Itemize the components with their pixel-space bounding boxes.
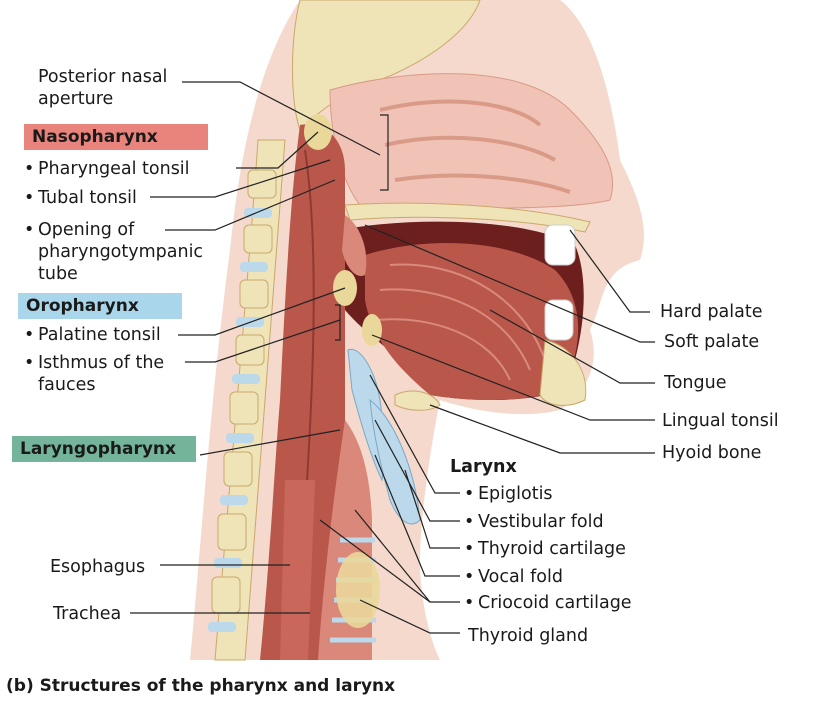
- label-thyroid-gland: Thyroid gland: [468, 626, 589, 646]
- label-lingual-tonsil: Lingual tonsil: [662, 411, 779, 431]
- lingual-tonsil-shape: [362, 314, 382, 346]
- oropharynx-box: Oropharynx: [18, 293, 182, 319]
- soft-palate-shape: [342, 215, 367, 276]
- label-soft-palate: Soft palate: [664, 332, 760, 352]
- esophagus-shape: [280, 480, 315, 660]
- upper-teeth: [544, 224, 576, 266]
- lower-teeth: [544, 299, 574, 341]
- hyoid-shape: [394, 390, 441, 411]
- pharynx-tube: [260, 124, 345, 661]
- label-posterior-nasal-aperture: Posterior nasal aperture: [38, 67, 168, 109]
- label-tubal-tonsil: Tubal tonsil: [24, 187, 137, 209]
- nasopharynx-box: Nasopharynx: [24, 124, 208, 150]
- label-esophagus: Esophagus: [50, 557, 146, 577]
- figure-caption: (b) Structures of the pharynx and larynx: [6, 676, 396, 696]
- label-pharyngeal-tonsil: Pharyngeal tonsil: [24, 158, 190, 180]
- mandible: [539, 339, 587, 406]
- label-epiglotis: Epiglotis: [464, 483, 552, 505]
- label-hyoid-bone: Hyoid bone: [662, 443, 762, 463]
- laryngopharynx-box: Laryngopharynx: [12, 436, 196, 462]
- label-thyroid-cartilage: Thyroid cartilage: [464, 538, 626, 560]
- hard-palate-shape: [344, 202, 591, 233]
- label-vocal-fold: Vocal fold: [464, 566, 563, 588]
- vertebral-column: [208, 139, 286, 661]
- label-trachea: Trachea: [53, 604, 122, 624]
- thyroid-cartilage-shape: [369, 398, 421, 525]
- larynx-heading: Larynx: [450, 457, 517, 477]
- label-isthmus-of-the-fauces: Isthmus of the fauces: [24, 352, 188, 396]
- label-vestibular-fold: Vestibular fold: [464, 511, 604, 533]
- label-opening-pharyngotympanic-tube: Opening of pharyngotympanic tube: [24, 219, 228, 285]
- label-palatine-tonsil: Palatine tonsil: [24, 324, 161, 346]
- label-tongue: Tongue: [664, 373, 727, 393]
- label-hard-palate: Hard palate: [660, 302, 763, 322]
- thyroid-gland-shape: [336, 552, 380, 628]
- label-criocoid-cartilage: Criocoid cartilage: [464, 592, 632, 614]
